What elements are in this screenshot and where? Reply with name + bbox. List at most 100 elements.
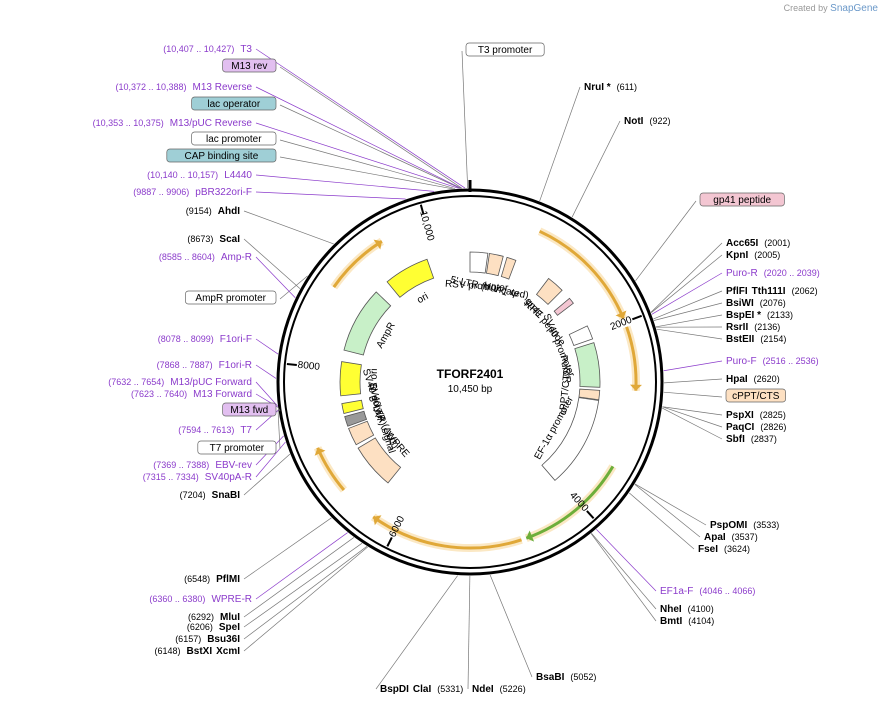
feature-badge [222, 402, 277, 417]
site-position: (6292) [188, 612, 214, 622]
feature-badge-label: T3 promoter [478, 45, 533, 56]
site-name: BsaBI [536, 672, 565, 683]
backbone-outer-ring [276, 188, 664, 576]
enzyme-label: SbfI(2837) [726, 434, 777, 445]
site-position: (7369 .. 7388) [153, 460, 209, 470]
site-name: Puro-R [726, 268, 758, 279]
site-label: NdeI(5226) [472, 684, 526, 695]
primer-label: (8585 .. 8604)Amp-R [159, 252, 252, 263]
site-label: T3 promoter [465, 42, 545, 57]
site-label: lac promoter [191, 131, 277, 146]
leader-line [255, 256, 296, 298]
site-label: (10,407 .. 10,427) T3 [163, 44, 252, 55]
leader-line [255, 122, 459, 189]
site-position: (2620) [754, 374, 780, 384]
leader-line [243, 546, 368, 640]
site-name2: ClaI [413, 684, 432, 695]
primer-label: EF1a-F(4046 .. 4066) [660, 586, 755, 597]
site-position: (10,140 .. 10,157) [147, 170, 218, 180]
site-name: PspXI [726, 410, 754, 421]
feature-badge-label: M13 fwd [230, 405, 268, 416]
site-label: BstEII(2154) [726, 334, 786, 345]
leader-line [539, 86, 581, 202]
site-label: (6292)MluI [188, 612, 240, 623]
site-label: BspEI * (2133) [726, 310, 793, 321]
scale-tick-label: 10,000 [417, 210, 436, 243]
site-name: pBR322ori-F [195, 187, 252, 198]
enzyme-label: BspEI * (2133) [726, 310, 793, 321]
site-position: (2133) [767, 310, 793, 320]
enzyme-label: ApaI(3537) [704, 532, 758, 543]
enzyme-label: Acc65I(2001) [726, 238, 790, 249]
leader-line [255, 86, 462, 189]
enzyme-label: NdeI(5226) [472, 684, 526, 695]
site-label: cPPT/CTS [725, 388, 786, 403]
orf-layer [313, 227, 642, 553]
site-position: (7632 .. 7654) [108, 377, 164, 387]
leader-layer [243, 48, 723, 690]
site-name: RsrII [726, 322, 748, 333]
leader-line [663, 360, 723, 372]
site-label: (6360 .. 6380)WPRE-R [149, 594, 252, 605]
feature-badge-label: AmpR promoter [195, 293, 266, 304]
leader-line [634, 483, 707, 526]
site-label: (10,140 .. 10,157)L4440 [147, 170, 252, 181]
site-position: (2825) [760, 410, 786, 420]
primer-label: (7594 .. 7613) T7 [178, 425, 252, 436]
site-label: T7 promoter [197, 440, 277, 455]
scale-tick [419, 204, 425, 215]
leader-line [634, 484, 701, 538]
site-label: AmpR promoter [185, 290, 277, 305]
site-name: Puro-F [726, 356, 757, 367]
orf-arc [525, 465, 615, 540]
leader-line [662, 406, 723, 428]
site-name: NheI [660, 604, 682, 615]
site-name: F1ori-R [219, 360, 252, 371]
feature-badge-label: cPPT/CTS [732, 391, 780, 402]
site-name: NdeI [472, 684, 494, 695]
site-position: (922) [649, 116, 670, 126]
site-position: (10,407 .. 10,427) [163, 44, 234, 54]
feature-segment [553, 297, 574, 316]
site-label: BsiWI(2076) [726, 298, 786, 309]
site-name: BstXI [187, 646, 213, 657]
site-position: (4046 .. 4066) [699, 586, 755, 596]
feature-badge [222, 58, 277, 73]
site-label: (8673)ScaI [187, 234, 240, 245]
site-label: HpaI (2620) [726, 374, 780, 385]
site-position: (2516 .. 2536) [763, 356, 819, 366]
site-label: (7594 .. 7613) T7 [178, 425, 252, 436]
site-name: BspEI * [726, 310, 761, 321]
enzyme-label: BsiWI(2076) [726, 298, 786, 309]
site-label: PspXI (2825) [726, 410, 786, 421]
site-position: (7868 .. 7887) [157, 360, 213, 370]
site-name: T7 [240, 425, 252, 436]
site-name: Bsu36I [207, 634, 240, 645]
leader-line [243, 546, 369, 652]
enzyme-label: PspXI (2825) [726, 410, 786, 421]
orf-arrowhead [314, 447, 326, 456]
feature-segment [541, 397, 600, 481]
site-position: (6148) [155, 646, 181, 656]
site-label: NheI(4100) [660, 604, 714, 615]
leader-line [375, 575, 458, 690]
leader-line [663, 391, 723, 398]
site-position: (3533) [753, 520, 779, 530]
site-label: M13 rev [222, 58, 277, 73]
site-position: (7594 .. 7613) [178, 425, 234, 435]
site-name: T3 [240, 44, 252, 55]
feature-segment [574, 342, 601, 388]
site-position: (2076) [760, 298, 786, 308]
site-label: (7369 .. 7388)EBV-rev [153, 460, 252, 471]
site-name: HpaI [726, 374, 748, 385]
leader-line [243, 238, 301, 289]
leader-line [655, 314, 723, 328]
enzyme-label: BstEII(2154) [726, 334, 786, 345]
label-layer: NruI *(611)NotI(922)gp41 peptideAcc65I(2… [93, 42, 820, 695]
site-label: M13 fwd [222, 402, 277, 417]
feature-label: f1 ori [368, 368, 380, 391]
feature-segment [341, 399, 364, 415]
leader-line [591, 533, 657, 610]
